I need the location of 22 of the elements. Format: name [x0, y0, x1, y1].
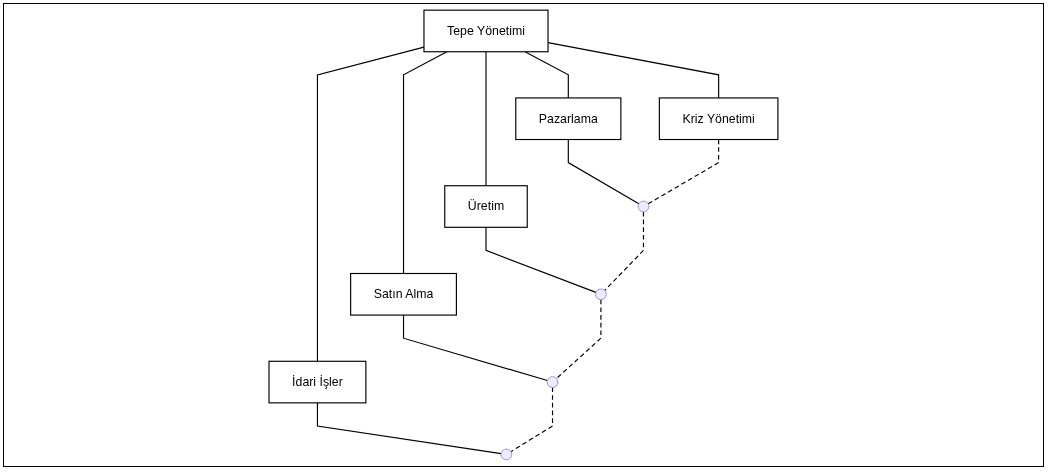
connector — [316, 46, 425, 362]
node-circle — [637, 200, 650, 213]
connector — [604, 211, 645, 291]
node-circle — [546, 376, 559, 388]
node-box: Kriz Yönetimi — [658, 97, 779, 141]
node-box: Üretim — [444, 185, 528, 228]
connector — [316, 402, 502, 455]
node-box: Tepe Yönetimi — [423, 9, 549, 53]
connector — [555, 299, 602, 380]
connector — [402, 314, 548, 382]
node-circle — [500, 448, 513, 461]
connector — [524, 51, 569, 99]
connector — [510, 386, 554, 453]
node-circle — [595, 288, 607, 301]
connector — [402, 51, 448, 275]
connector — [485, 226, 597, 293]
node-box: İdari İşler — [268, 360, 367, 404]
node-box: Satın Alma — [350, 272, 457, 316]
connector — [485, 51, 487, 187]
connector — [647, 138, 720, 205]
node-box: Pazarlama — [515, 97, 622, 141]
connector — [567, 138, 640, 205]
